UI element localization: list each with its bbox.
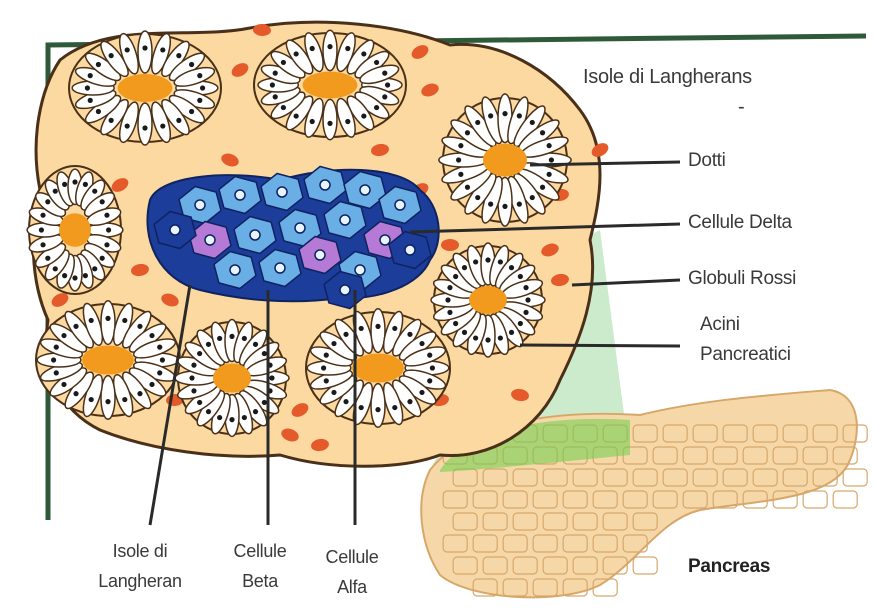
pancreas-lobule — [833, 491, 857, 508]
duct — [213, 363, 251, 392]
label-cellule-delta: Cellule Delta — [688, 212, 792, 234]
pointer-acini — [520, 345, 680, 346]
pancreas-lobule — [803, 491, 827, 508]
label-acini-line1: Acini — [700, 314, 740, 336]
duct — [59, 213, 91, 247]
pancreas-lobule — [843, 469, 867, 486]
label-acini-line2: Pancreatici — [700, 344, 791, 366]
duct — [469, 286, 507, 314]
duct — [352, 353, 404, 382]
title-mark: - — [738, 96, 744, 119]
duct — [303, 72, 358, 99]
label-dotti: Dotti — [688, 150, 726, 172]
label-globuli-rossi: Globuli Rossi — [688, 268, 796, 290]
duct — [483, 144, 527, 176]
label-cellule-alfa: Cellule Alfa — [292, 546, 412, 598]
label-alfa-line2: Alfa — [292, 576, 412, 598]
label-isole-line2: Langheran — [70, 570, 210, 592]
red-blood-cell — [441, 239, 459, 251]
duct — [118, 74, 173, 102]
pancreas-lobule — [633, 557, 657, 574]
label-alfa-line1: Cellule — [292, 546, 412, 568]
label-isole-line1: Isole di — [70, 540, 210, 562]
acinus — [27, 166, 123, 294]
label-isole-di-langheran: Isole di Langheran — [70, 540, 210, 592]
label-pancreas: Pancreas — [688, 556, 770, 578]
acinus — [254, 30, 406, 139]
diagram-title: Isole di Langherans — [583, 66, 752, 89]
duct — [82, 345, 134, 374]
